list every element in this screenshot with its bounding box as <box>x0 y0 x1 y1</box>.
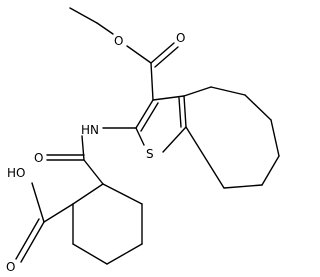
atom-label-ester-carbonyl-oxygen: O <box>176 31 185 45</box>
bond-thiophene-c3a-c3 <box>152 95 185 101</box>
bond-thiophene-s-c7a <box>162 126 187 153</box>
bond-ester-o-carbonyl <box>126 45 152 64</box>
bond-ethyl-terminal <box>69 7 98 24</box>
bond-heptane-3 <box>244 94 272 121</box>
bond-ethyl-ch2-o <box>96 22 114 35</box>
bond-ester-carbonyl-o-b <box>154 46 179 68</box>
bond-hexane-6 <box>72 183 104 205</box>
bond-hexane-4 <box>72 243 108 265</box>
bond-heptane-7 <box>185 126 225 189</box>
bond-acid-carbonyl-o-b <box>15 218 40 260</box>
bond-heptane-6 <box>223 184 263 189</box>
chemical-structure-canvas: O O HN S O HO O <box>6 7 280 274</box>
bond-thiophene-c3-c2-a <box>135 99 154 129</box>
bond-heptane-5 <box>261 155 280 186</box>
bond-ester-carbonyl-o-a <box>150 42 175 64</box>
bond-hexane-3 <box>106 243 143 265</box>
atom-label-acid-carbonyl-oxygen: O <box>6 260 15 274</box>
bond-thiophene-c7a-c3a-a <box>183 95 187 128</box>
atom-label-ester-ether-oxygen: O <box>114 34 123 48</box>
bond-thiophene-c7a-c3a-b <box>178 97 182 128</box>
bond-heptane-2 <box>210 86 246 96</box>
bond-acid-oh <box>31 182 45 223</box>
bond-acid-carbonyl-o-a <box>20 221 45 263</box>
bond-thiophene-c3-c2-b <box>140 102 159 132</box>
bond-heptane-1 <box>183 86 212 97</box>
bond-ring-acid-carbon <box>43 203 74 223</box>
atom-label-thiophene-sulfur: S <box>146 147 154 161</box>
bond-thiophene-c2-s <box>135 127 145 146</box>
bond-amide-to-cyclohexane <box>83 159 104 185</box>
atom-label-amide-carbonyl-oxygen: O <box>34 151 43 165</box>
bond-heptane-4 <box>270 119 280 157</box>
bond-hexane-1 <box>102 183 143 205</box>
bond-nh-amide-carbon <box>81 135 85 161</box>
molecule-diagram: O O HN S O HO O <box>6 7 280 274</box>
bond-ester-carbonyl-ring <box>150 62 154 101</box>
atom-label-acid-hydroxyl: HO <box>7 166 25 180</box>
atom-label-amide-nh: HN <box>81 123 99 137</box>
